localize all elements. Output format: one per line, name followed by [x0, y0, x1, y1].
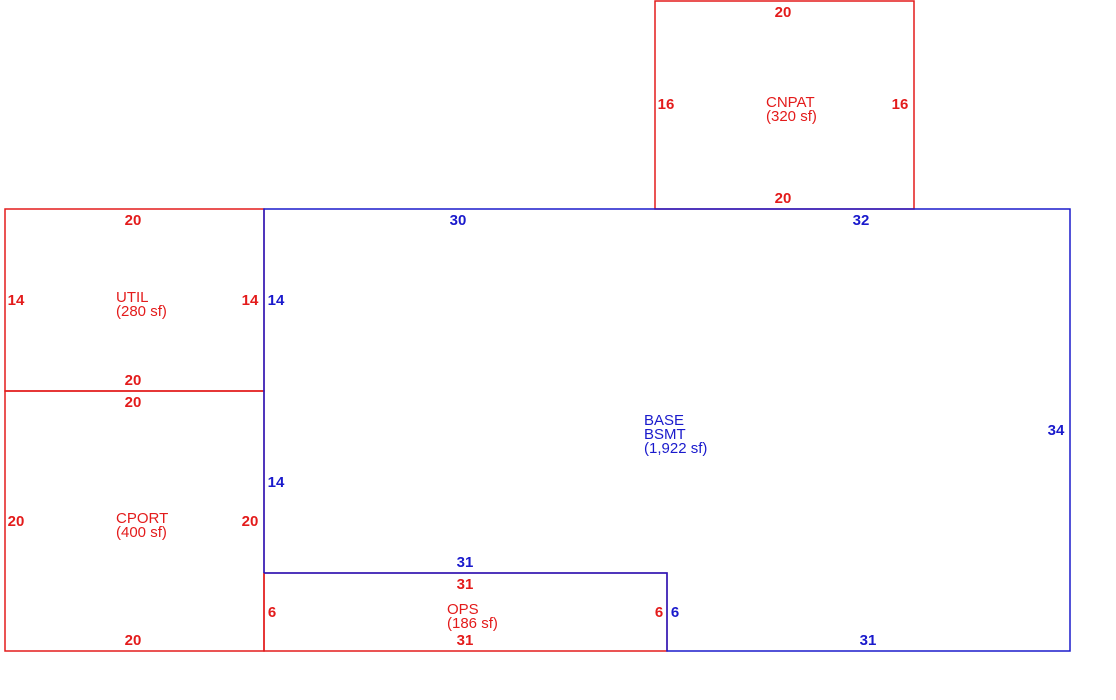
- ops-dim-left: 6: [268, 604, 276, 621]
- util-dim-left: 14: [8, 292, 25, 309]
- cport-dim-right: 20: [242, 513, 259, 530]
- ops-dim-right: 6: [655, 604, 663, 621]
- base-label-line2: BSMT: [644, 426, 686, 443]
- cnpat-dim-right: 16: [892, 96, 909, 113]
- base-dim-bottom: 31: [860, 632, 877, 649]
- cport-dim-bottom: 20: [125, 632, 142, 649]
- cport-dim-top: 20: [125, 394, 142, 411]
- base-dim-top-left: 30: [450, 212, 467, 229]
- base-area: (1,922 sf): [644, 440, 707, 457]
- util-dim-top: 20: [125, 212, 142, 229]
- base-dim-right: 34: [1048, 422, 1065, 439]
- cport-label: CPORT: [116, 510, 168, 527]
- cnpat-area: (320 sf): [766, 108, 817, 125]
- cnpat-label: CNPAT: [766, 94, 815, 111]
- base-label-line1: BASE: [644, 412, 684, 429]
- base-bsmt-outline: [263, 208, 1071, 652]
- util-dim-bottom: 20: [125, 372, 142, 389]
- cnpat-dim-left: 16: [658, 96, 675, 113]
- base-dim-inner-right: 6: [671, 604, 679, 621]
- util-area: (280 sf): [116, 303, 167, 320]
- cnpat-dim-top: 20: [775, 4, 792, 21]
- base-dim-top-right: 32: [853, 212, 870, 229]
- cnpat-dim-bottom: 20: [775, 190, 792, 207]
- util-label: UTIL: [116, 289, 149, 306]
- base-dim-left-upper: 14: [268, 292, 285, 309]
- ops-label: OPS: [447, 601, 479, 618]
- base-dim-left-lower: 14: [268, 474, 285, 491]
- base-dim-inner-top: 31: [457, 554, 474, 571]
- ops-dim-top: 31: [457, 576, 474, 593]
- cport-area: (400 sf): [116, 524, 167, 541]
- cport-dim-left: 20: [8, 513, 25, 530]
- ops-dim-bottom: 31: [457, 632, 474, 649]
- util-dim-right: 14: [242, 292, 259, 309]
- ops-area: (186 sf): [447, 615, 498, 632]
